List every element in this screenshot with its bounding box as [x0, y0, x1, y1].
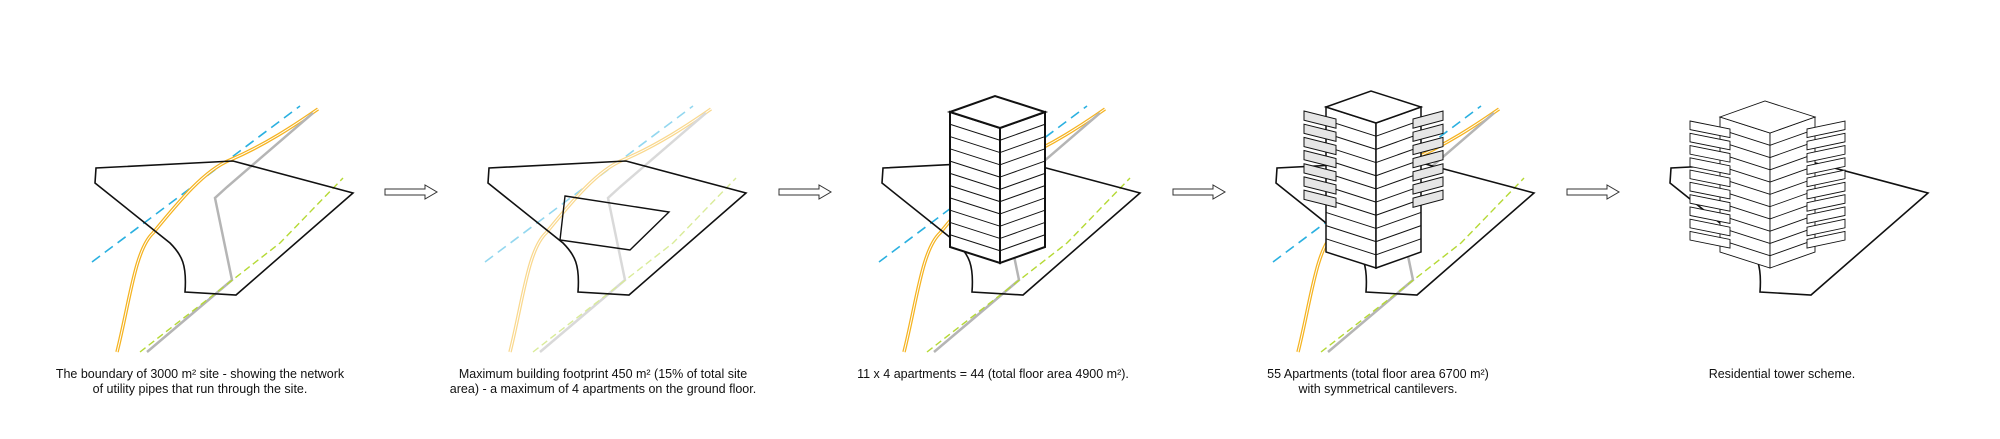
cantilever-left [1303, 110, 1337, 129]
cantilever-left [1689, 157, 1731, 175]
floor-line [999, 197, 1046, 215]
panel-5-drawing [1669, 100, 1929, 296]
cantilever-left [1303, 189, 1337, 208]
cantilever-left [1689, 169, 1731, 188]
floor-line [949, 172, 1001, 190]
floor-line [999, 172, 1046, 190]
cantilever-left [1689, 120, 1731, 139]
floor-line [949, 221, 1001, 239]
floor-line [949, 234, 1001, 252]
cantilever-right [1412, 123, 1444, 143]
panel-3-drawing [877, 94, 1141, 354]
cantilever-right [1806, 230, 1846, 249]
cantilever-left [1689, 218, 1731, 237]
cantilever-right [1412, 189, 1444, 208]
floor-line [949, 136, 1001, 154]
floor-line [999, 123, 1046, 141]
utility-pipes-faded [483, 104, 738, 354]
cantilever-right [1412, 149, 1444, 169]
floor-line [949, 197, 1001, 215]
cantilever-left [1689, 144, 1731, 163]
tower-block [946, 94, 1049, 265]
cantilever-right [1806, 157, 1846, 175]
cantilever-left [1689, 132, 1731, 151]
tower-roof [946, 94, 1049, 130]
cantilever-right [1412, 110, 1444, 129]
floor-line [999, 234, 1046, 252]
floor-line [999, 221, 1046, 239]
cantilever-right [1412, 176, 1444, 195]
caption-panel-4: 55 Apartments (total floor area 6700 m²)… [1198, 367, 1558, 397]
floor-line [1325, 238, 1377, 256]
floor-line [949, 160, 1001, 178]
caption-line: The boundary of 3000 m² site - showing t… [55, 367, 345, 381]
cantilever-right [1806, 132, 1846, 151]
cantilever-right [1806, 169, 1846, 188]
floor-line [1325, 211, 1377, 229]
floor-line [999, 209, 1046, 227]
caption-line: 11 x 4 apartments = 44 (total floor area… [857, 367, 1129, 381]
cantilever-left [1303, 136, 1337, 156]
panel-2-drawing [483, 104, 747, 354]
tower-with-cantilevers [1303, 90, 1444, 270]
cantilever-right [1806, 181, 1846, 200]
caption-panel-1: The boundary of 3000 m² site - showing t… [20, 367, 380, 397]
arrow-right-icon [1566, 184, 1620, 200]
caption-line: with symmetrical cantilevers. [1298, 382, 1458, 396]
tower-left-face [949, 110, 1001, 265]
cantilever-right [1806, 144, 1846, 163]
cantilever-left [1689, 230, 1731, 249]
residential-tower [1689, 100, 1846, 269]
cantilever-left [1303, 123, 1337, 143]
floor-line [999, 185, 1046, 203]
caption-line: 55 Apartments (total floor area 6700 m²) [1267, 367, 1489, 381]
tower-roof [1718, 100, 1817, 134]
floor-line [949, 123, 1001, 141]
floor-line [999, 160, 1046, 178]
floor-line [999, 136, 1046, 154]
floor-line [1375, 238, 1422, 256]
arrow-right-icon [778, 184, 832, 200]
cantilever-left [1689, 181, 1731, 200]
tower-right-face [999, 110, 1046, 265]
floor-line [1325, 225, 1377, 243]
panel-4-drawing [1271, 90, 1535, 354]
cantilever-left [1689, 194, 1731, 212]
caption-line: Maximum building footprint 450 m² (15% o… [458, 367, 748, 381]
panel-1-drawing [90, 104, 354, 354]
caption-line: area) - a maximum of 4 apartments on the… [449, 382, 757, 396]
building-footprint [559, 195, 671, 251]
cantilever-right [1806, 206, 1846, 225]
cantilever-right [1412, 136, 1444, 156]
floor-line [949, 148, 1001, 166]
arrow-right-icon [384, 184, 438, 200]
utility-pipes [90, 104, 345, 354]
cantilever-left [1303, 176, 1337, 195]
caption-line: Residential tower scheme. [1708, 367, 1856, 381]
cantilever-right [1806, 120, 1846, 139]
caption-line: of utility pipes that run through the si… [92, 382, 308, 396]
cantilever-left [1303, 149, 1337, 169]
floor-line [949, 209, 1001, 227]
floor-line [1375, 211, 1422, 229]
caption-panel-2: Maximum building footprint 450 m² (15% o… [423, 367, 783, 397]
floor-line [949, 185, 1001, 203]
cantilever-right [1806, 194, 1846, 212]
cantilever-left [1689, 206, 1731, 225]
caption-panel-3: 11 x 4 apartments = 44 (total floor area… [813, 367, 1173, 382]
floor-line [999, 148, 1046, 166]
cantilever-left [1303, 163, 1337, 182]
tower-roof [1323, 90, 1424, 124]
caption-panel-5: Residential tower scheme. [1602, 367, 1962, 382]
cantilever-right [1806, 218, 1846, 237]
arrow-right-icon [1172, 184, 1226, 200]
floor-line [1375, 225, 1422, 243]
cantilever-right [1412, 163, 1444, 182]
